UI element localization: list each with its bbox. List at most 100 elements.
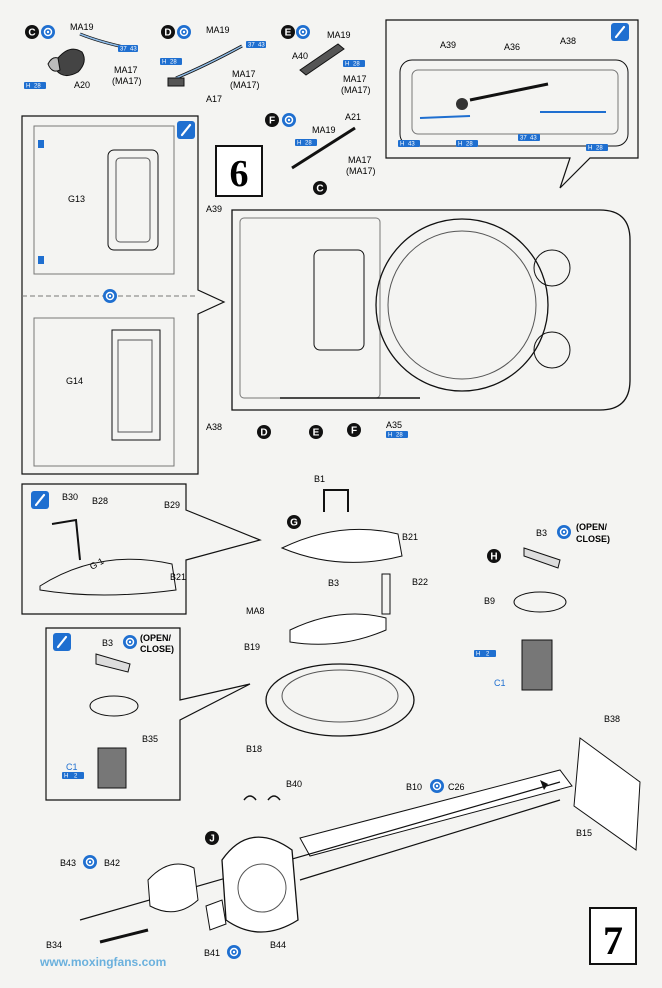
part-label-a38: A38 — [560, 36, 576, 46]
part-label-b21: B21 — [402, 532, 418, 542]
part-label-a21: A21 — [345, 112, 361, 122]
part-label-b28: B28 — [92, 496, 108, 506]
part-label-g13: G13 — [68, 194, 85, 204]
step-seven-box-group: 7 — [589, 907, 637, 965]
paint-code: 43 — [530, 136, 537, 142]
part-label-a40: A40 — [292, 51, 308, 61]
paint-color-icon — [40, 24, 56, 40]
open-close-label: (OPEN/ — [576, 522, 608, 532]
paint-code: 28 — [34, 84, 41, 90]
step-marker-c-letter: C — [28, 28, 35, 39]
part-label-b29: B29 — [164, 500, 180, 510]
paint-color-icon — [295, 24, 311, 40]
paint-code: 37 — [248, 43, 255, 49]
paint-brush-icon — [177, 121, 195, 139]
step-six-box — [215, 145, 263, 197]
step-seven-box — [589, 907, 637, 965]
paint-code: 43 — [408, 142, 415, 148]
part-label-b35: B35 — [142, 734, 158, 744]
paint-brush-icon — [611, 23, 629, 41]
open-close-label: (OPEN/ — [140, 633, 172, 643]
paint-code: H — [588, 146, 592, 152]
part-label-b40: B40 — [286, 779, 302, 789]
part-label-a39: A39 — [206, 204, 222, 214]
paint-color-icon — [122, 634, 138, 650]
step-marker-d: D — [164, 28, 171, 39]
part-label-c1: C1 — [494, 678, 506, 688]
part-label-ma19: MA19 — [70, 22, 94, 32]
paint-code: 28 — [596, 146, 603, 152]
part-label-ma17-alt: (MA17) — [346, 166, 376, 176]
paint-code: 28 — [466, 142, 473, 148]
part-label-a17: A17 — [206, 94, 222, 104]
subassembly-h: B3 (OPEN/ CLOSE) H B9 H 2 C1 — [474, 522, 610, 691]
part-label-ma17-alt: (MA17) — [341, 85, 371, 95]
part-label-c26: C26 — [448, 782, 465, 792]
paint-color-icon — [556, 524, 572, 540]
paint-code: 28 — [305, 141, 312, 147]
part-label-b30: B30 — [62, 492, 78, 502]
open-close-label: CLOSE) — [576, 534, 610, 544]
paint-code: 28 — [396, 433, 403, 439]
part-label-ma17-alt: (MA17) — [112, 76, 142, 86]
paint-brush-icon — [31, 491, 49, 509]
part-label-b22: B22 — [412, 577, 428, 587]
paint-code: 2 — [486, 652, 490, 658]
part-label-b38: B38 — [604, 714, 620, 724]
part-label-b21: B21 — [170, 572, 186, 582]
part-label-b19: B19 — [244, 642, 260, 652]
step-marker-j: J — [209, 834, 215, 845]
paint-chip — [118, 45, 138, 52]
hatch-assembly: B1 G B21 B22 B3 MA8 B19 B18 — [244, 474, 428, 754]
part-label-b15: B15 — [576, 828, 592, 838]
watermark: www.moxingfans.com — [39, 955, 166, 969]
paint-code: H — [162, 60, 166, 66]
part-label-a35: A35 — [386, 420, 402, 430]
paint-code: H — [64, 774, 68, 780]
step-marker-g: G — [290, 518, 298, 529]
part-label-b43: B43 — [60, 858, 76, 868]
gun-assembly: B38 B10 C26 B15 B40 J B43 B42 B34 B41 B4… — [46, 714, 641, 960]
part-label-ma8: MA8 — [246, 606, 265, 616]
step-marker-e: E — [285, 28, 292, 39]
subassembly-e: E MA19 H 28 A40 MA17 (MA17) — [281, 24, 371, 95]
open-close-label: CLOSE) — [140, 644, 174, 654]
subassembly-c: C MA19 37 43 MA17 (MA17) A20 H 28 — [24, 22, 142, 90]
part-label-b1: B1 — [314, 474, 325, 484]
paint-code: 37 — [120, 47, 127, 53]
paint-code: 28 — [353, 62, 360, 68]
paint-code: H — [400, 142, 404, 148]
paint-code: H — [26, 84, 30, 90]
step-marker-f: F — [269, 116, 275, 127]
part-label-b10: B10 — [406, 782, 422, 792]
callout-hull-top-view: A39 A36 A38 H 43 H 28 37 43 H 28 — [385, 19, 639, 189]
part-label-b34: B34 — [46, 940, 62, 950]
paint-brush-icon — [53, 633, 71, 651]
step-number-7: 7 — [603, 918, 623, 963]
part-label-ma17-alt: (MA17) — [230, 80, 260, 90]
paint-code: H — [297, 141, 301, 147]
step-marker-e: E — [313, 428, 320, 439]
paint-code: H — [458, 142, 462, 148]
part-label-ma19: MA19 — [327, 30, 351, 40]
part-label-b18: B18 — [246, 744, 262, 754]
callout-hatch-open-close: B3 (OPEN/ CLOSE) B35 C1 H 2 — [45, 627, 251, 801]
part-label-b42: B42 — [104, 858, 120, 868]
paint-color-icon — [82, 854, 98, 870]
part-label-a36: A36 — [504, 42, 520, 52]
paint-code: 43 — [130, 47, 137, 53]
paint-color-icon — [281, 112, 297, 128]
paint-code: H — [388, 433, 392, 439]
step-six-hull: 6 A39 A38 A35 H 28 C D E F — [206, 145, 631, 439]
paint-color-icon — [176, 24, 192, 40]
callout-handle-detail: B30 B28 B29 B21 G 1 — [21, 483, 262, 615]
part-label-b3: B3 — [102, 638, 113, 648]
part-label-b3: B3 — [328, 578, 339, 588]
subassembly-d: D MA19 37 43 H 28 MA17 (MA17) A17 — [160, 24, 266, 104]
paint-code: 2 — [74, 774, 78, 780]
part-label-ma17: MA17 — [343, 74, 367, 84]
part-label-b44: B44 — [270, 940, 286, 950]
paint-code: H — [345, 62, 349, 68]
paint-code: 43 — [258, 43, 265, 49]
